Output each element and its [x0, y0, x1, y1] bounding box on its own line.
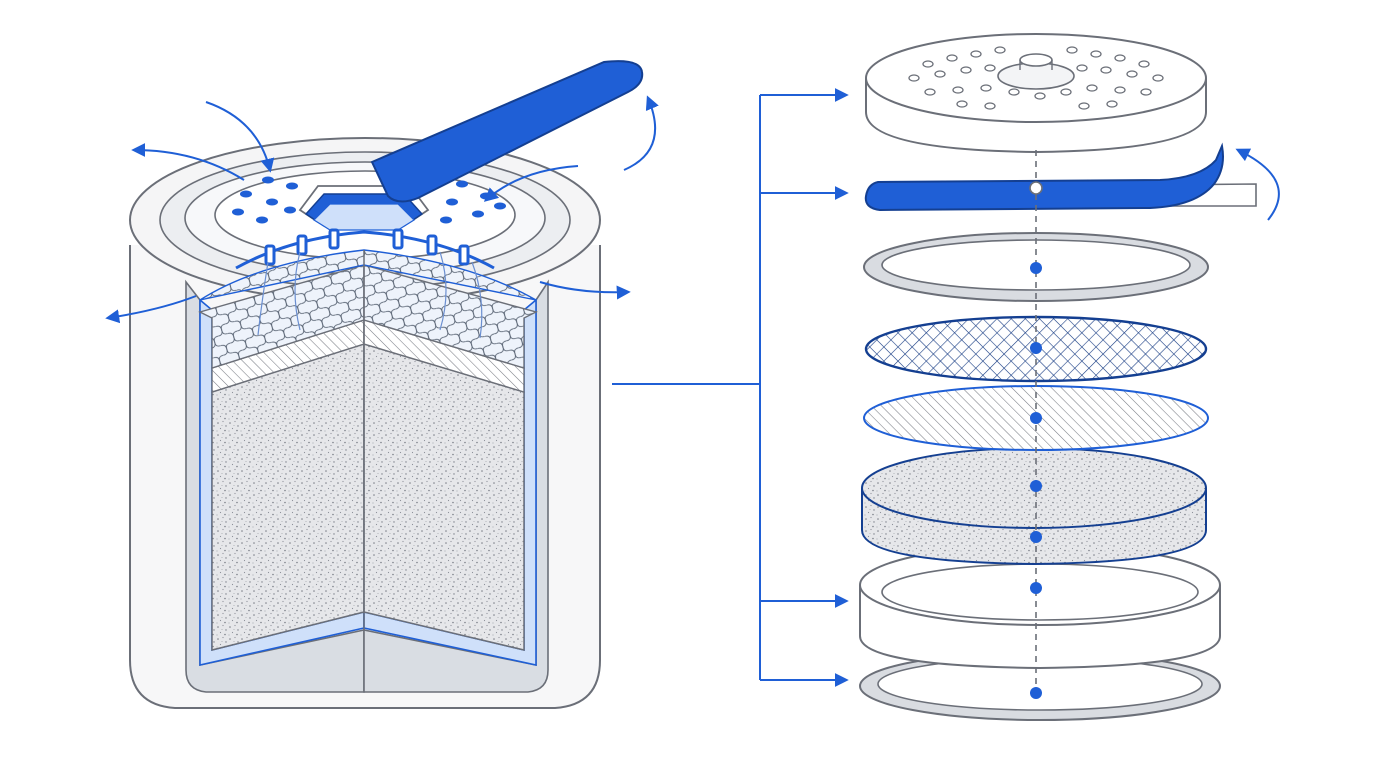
lid-hole: [1126, 70, 1138, 78]
lid-hole: [1152, 74, 1164, 82]
axis-dot: [1030, 480, 1042, 492]
lid-hole: [1090, 50, 1102, 58]
cut-shell-left: [185, 279, 365, 693]
lid-holes: [908, 46, 1164, 110]
lid-hole: [1106, 100, 1118, 108]
axis-dot: [1030, 262, 1042, 274]
flow-wisp: [471, 261, 483, 339]
hole-dot: [286, 182, 298, 190]
axis-markers: [1029, 181, 1043, 699]
connector-bracket: [612, 88, 849, 687]
inflow-arrow: [483, 165, 579, 202]
inflow-arrow: [205, 101, 275, 173]
lid-hole: [1138, 60, 1150, 68]
cap-post: [426, 234, 438, 256]
lid-hole: [924, 88, 936, 96]
lid-hole: [1076, 64, 1088, 72]
pull-tab-seal: [864, 142, 1280, 221]
cap-post: [296, 234, 308, 256]
lid-hole: [994, 46, 1006, 54]
lift-arrow: [623, 95, 659, 171]
lid-hole: [960, 66, 972, 74]
lid-center-boss-base: [997, 62, 1075, 90]
hole-dot: [284, 206, 296, 214]
cut-shell-right: [363, 279, 549, 693]
lid-hole: [934, 70, 946, 78]
lid-hole: [980, 84, 992, 92]
cap-posts: [264, 228, 470, 266]
hole-dot: [472, 210, 484, 218]
axis-dot: [1030, 531, 1042, 543]
axis-dot: [1030, 342, 1042, 354]
hole-dot: [240, 190, 252, 198]
exploded-stack: [859, 33, 1280, 721]
cutaway-cartridge: [105, 60, 659, 709]
cap-post: [392, 228, 404, 250]
cap-post: [328, 228, 340, 250]
tab-strip: [864, 142, 1224, 212]
lid-hole: [1066, 46, 1078, 54]
media-right-face: [363, 342, 525, 651]
lid-hole: [1008, 88, 1020, 96]
tab-lift-arrow: [1235, 148, 1280, 221]
side-outflow-arrow: [539, 281, 631, 300]
media-left-face: [211, 342, 365, 651]
hole-dot: [456, 180, 468, 188]
hole-dot: [262, 176, 274, 184]
lid-hole: [952, 86, 964, 94]
perforated-lid: [865, 33, 1207, 154]
side-outflow-arrow: [105, 295, 197, 324]
hole-dot: [440, 216, 452, 224]
lid-hole: [922, 60, 934, 68]
hole-dot: [256, 216, 268, 224]
axis-hollow-marker: [1029, 181, 1043, 195]
axis-dot: [1030, 582, 1042, 594]
axis-dot: [1030, 687, 1042, 699]
hole-dot: [266, 198, 278, 206]
lid-hole: [1140, 88, 1152, 96]
lid-hole: [908, 74, 920, 82]
lid-center-boss-top: [1019, 53, 1053, 67]
cap-post: [458, 244, 470, 266]
flow-wisp: [257, 261, 269, 336]
flow-arrows: [105, 95, 659, 324]
lid-hole: [1114, 54, 1126, 62]
lid-hole: [1114, 86, 1126, 94]
cutaway-pull-tab: [370, 60, 644, 203]
bottom-gasket-ring: [859, 651, 1221, 721]
lid-hole: [956, 100, 968, 108]
lid-hole: [1086, 84, 1098, 92]
lid-hole: [946, 54, 958, 62]
lid-hole: [984, 64, 996, 72]
hole-dot: [232, 208, 244, 216]
lid-hole: [1078, 102, 1090, 110]
granular-media-cylinder: [861, 447, 1207, 566]
flow-wisp: [439, 251, 447, 331]
lid-hole: [1034, 92, 1046, 100]
lid-hole: [1100, 66, 1112, 74]
outflow-arrow: [131, 143, 245, 181]
lid-hole: [984, 102, 996, 110]
lid-hole: [970, 50, 982, 58]
hole-dot: [446, 198, 458, 206]
mesh-band-left: [198, 264, 365, 369]
flow-wisps: [257, 251, 483, 339]
lid-hole: [1060, 88, 1072, 96]
boss-inner-layer: [313, 203, 415, 231]
cap-post: [264, 244, 276, 266]
flow-wisp: [294, 251, 301, 331]
axis-dot: [1030, 412, 1042, 424]
hole-dot: [494, 202, 506, 210]
